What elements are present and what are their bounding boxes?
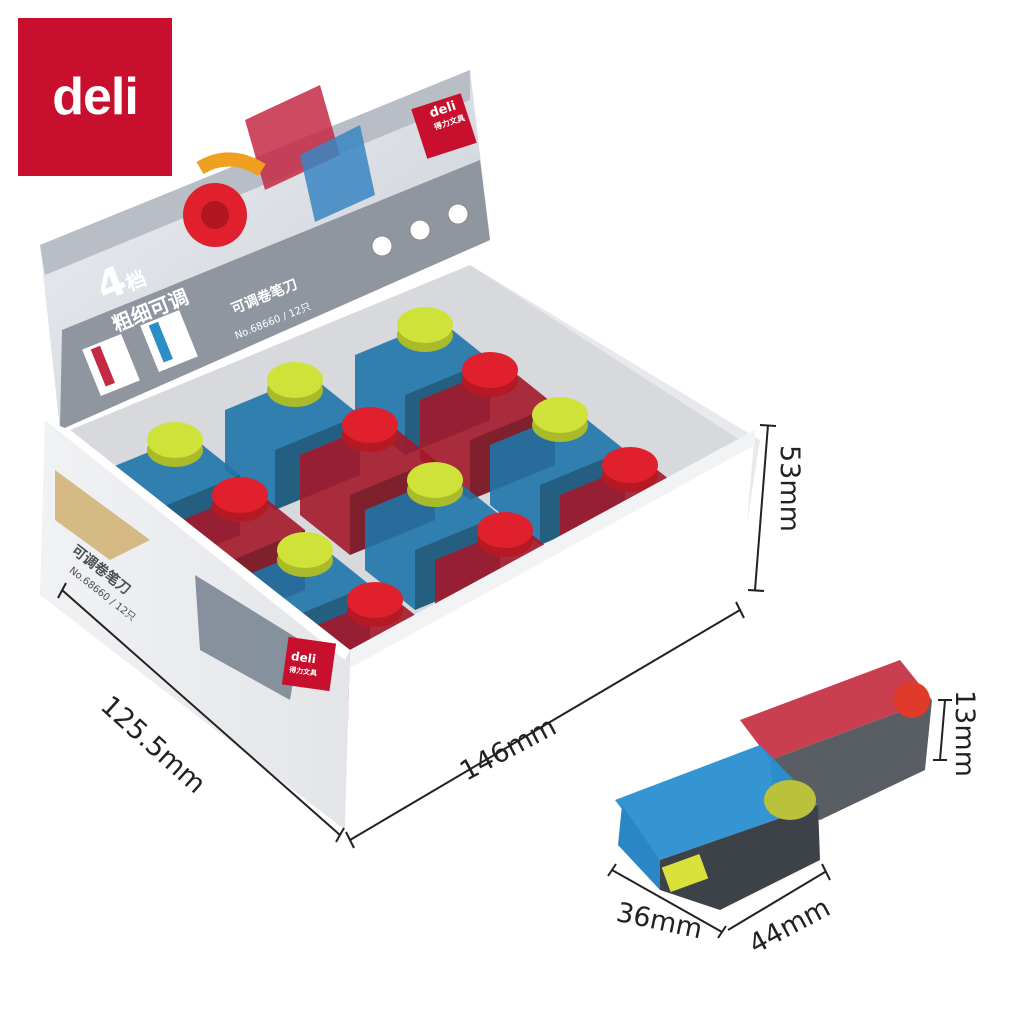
side-brand-badge: [281, 636, 337, 692]
lid-illustration: [183, 85, 375, 247]
side-illustration: [195, 575, 300, 700]
loose-sharpeners: [615, 660, 932, 910]
lid-thumbnails: [82, 309, 198, 397]
item-dimension-lines: [607, 699, 952, 939]
brand-logo-text: deli: [52, 68, 139, 126]
box-dimension-lines: [57, 424, 777, 849]
feature-icons: [371, 203, 469, 257]
brand-logo: deli: [18, 18, 172, 176]
lid-brand-badge: [411, 93, 477, 159]
box-lid: [40, 70, 490, 430]
dimension-item-height: 13mm: [949, 690, 980, 777]
dimension-box-height: 53mm: [774, 445, 805, 532]
box-front-right: [345, 430, 755, 830]
side-brand-text: deli: [290, 649, 317, 667]
side-brand-sub: 得力文具: [288, 665, 318, 678]
side-brand: deli 得力文具: [288, 649, 319, 680]
